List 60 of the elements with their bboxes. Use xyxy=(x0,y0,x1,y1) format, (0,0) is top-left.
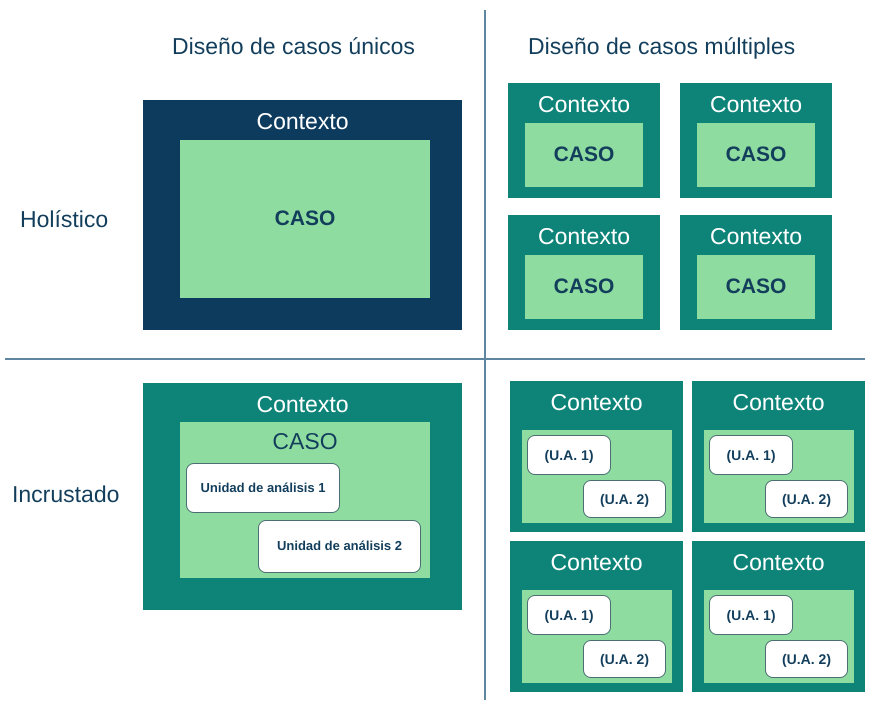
unit-of-analysis-box xyxy=(583,640,666,678)
box-label: (U.A. 2) xyxy=(782,650,831,668)
context-box xyxy=(692,541,865,692)
unit-of-analysis-box xyxy=(527,435,611,475)
unit-of-analysis-box xyxy=(583,480,666,518)
case-box xyxy=(522,430,672,523)
box-label: Contexto xyxy=(256,391,349,419)
case-box xyxy=(697,255,815,319)
box-label: CASO xyxy=(726,274,786,300)
box-label: Unidad de análisis 2 xyxy=(277,537,402,556)
heading-label: Diseño de casos múltiples xyxy=(528,33,796,60)
heading-label: Incrustado xyxy=(12,481,120,508)
case-box xyxy=(180,422,430,578)
box-label: Contexto xyxy=(538,223,630,251)
box-label: (U.A. 1) xyxy=(544,446,594,464)
box-label: CASO xyxy=(554,142,614,168)
box-label: Contexto xyxy=(256,108,349,136)
box-label: (U.A. 1) xyxy=(726,606,776,624)
heading-label: Holístico xyxy=(20,206,108,233)
case-box xyxy=(704,430,854,523)
unit-of-analysis-box xyxy=(765,640,848,678)
box-label: CASO xyxy=(272,428,338,456)
context-box xyxy=(143,383,462,610)
box-label: Contexto xyxy=(550,549,643,577)
box-label: Contexto xyxy=(732,389,825,417)
unit-of-analysis-box xyxy=(258,520,421,573)
case-box xyxy=(525,255,643,319)
context-box xyxy=(508,215,660,330)
box-label: (U.A. 2) xyxy=(782,490,831,508)
box-label: (U.A. 2) xyxy=(600,490,649,508)
case-box xyxy=(704,590,854,683)
case-box xyxy=(697,123,815,187)
context-box xyxy=(510,381,683,532)
unit-of-analysis-box xyxy=(709,435,793,475)
box-label: (U.A. 1) xyxy=(726,446,776,464)
case-box xyxy=(180,140,430,298)
case-box xyxy=(525,123,643,187)
context-box xyxy=(143,100,462,330)
heading-label: Diseño de casos únicos xyxy=(172,33,415,60)
context-box xyxy=(692,381,865,532)
box-label: Contexto xyxy=(710,223,802,251)
box-label: Contexto xyxy=(732,549,825,577)
case-box xyxy=(522,590,672,683)
context-box xyxy=(680,83,832,198)
unit-of-analysis-box xyxy=(527,595,611,635)
context-box xyxy=(680,215,832,330)
box-label: Contexto xyxy=(550,389,643,417)
box-label: Contexto xyxy=(538,91,630,119)
box-label: CASO xyxy=(554,274,614,300)
unit-of-analysis-box xyxy=(186,463,340,513)
box-label: Unidad de análisis 1 xyxy=(200,478,326,497)
unit-of-analysis-box xyxy=(709,595,793,635)
box-label: (U.A. 1) xyxy=(544,606,594,624)
box-label: CASO xyxy=(726,142,786,168)
context-box xyxy=(508,83,660,198)
box-label: Contexto xyxy=(710,91,802,119)
unit-of-analysis-box xyxy=(765,480,848,518)
box-label: (U.A. 2) xyxy=(600,650,649,668)
box-label: CASO xyxy=(274,206,336,232)
context-box xyxy=(510,541,683,692)
